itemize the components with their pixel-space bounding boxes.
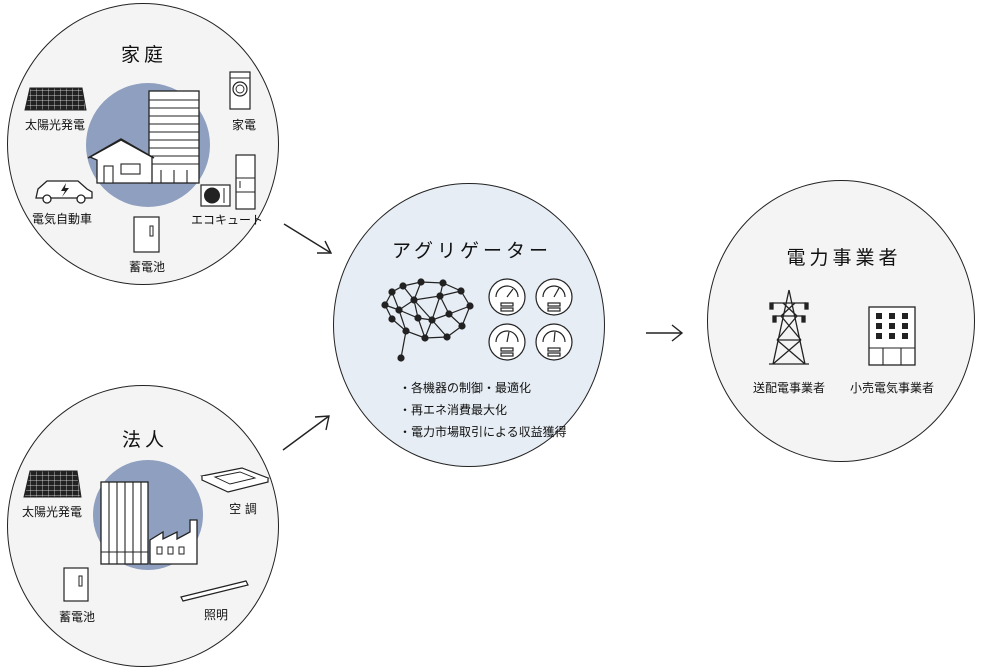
aggregator-bullet: ・再エネ消費最大化	[399, 403, 508, 417]
transmission-tower-icon	[769, 289, 809, 365]
utility-transmission-label: 送配電事業者	[752, 381, 826, 395]
storage-battery-icon	[133, 216, 160, 253]
home-battery-label: 蓄電池	[128, 260, 166, 274]
retail-building-icon	[868, 306, 916, 366]
utility-circle	[707, 180, 975, 462]
arrow-corporate-to-aggregator	[282, 415, 330, 451]
home-title: 家庭	[120, 44, 168, 66]
aggregator-bullet: ・電力市場取引による収益獲得	[399, 425, 567, 439]
solar-panel-icon	[23, 470, 82, 498]
arrow-aggregator-to-utility	[646, 324, 684, 342]
home-ecocute-label: エコキュート	[190, 213, 264, 227]
corporate-lighting-label: 照明	[203, 608, 229, 622]
meter-gauges-icon	[488, 278, 573, 361]
storage-battery-icon	[63, 567, 89, 602]
corporate-aircon-label: 空 調	[229, 502, 257, 516]
aggregator-bullet: ・各機器の制御・最適化	[399, 381, 532, 395]
factory-icon	[149, 519, 198, 565]
solar-panel-icon	[24, 87, 87, 111]
house-icon	[87, 138, 155, 184]
washing-machine-icon	[229, 71, 251, 110]
corporate-battery-label: 蓄電池	[58, 610, 96, 624]
home-ev-label: 電気自動車	[31, 212, 93, 226]
electric-car-icon	[35, 180, 93, 204]
office-tower-icon	[100, 481, 149, 565]
refrigerator-icon	[235, 154, 256, 210]
home-appliance-label: 家電	[231, 118, 257, 132]
corporate-title: 法人	[121, 429, 169, 451]
aggregator-title: アグリゲーター	[391, 240, 553, 262]
corporate-solar-label: 太陽光発電	[21, 505, 83, 519]
light-fixture-icon	[180, 580, 249, 602]
building-icon	[148, 90, 200, 184]
ecocute-heat-pump-icon	[200, 184, 231, 207]
arrow-home-to-aggregator	[283, 223, 333, 254]
home-solar-label: 太陽光発電	[24, 118, 86, 132]
ai-brain-network-icon	[381, 278, 474, 362]
utility-title: 電力事業者	[786, 247, 902, 269]
utility-retail-label: 小売電気事業者	[849, 381, 935, 395]
ceiling-air-conditioner-icon	[200, 467, 270, 493]
